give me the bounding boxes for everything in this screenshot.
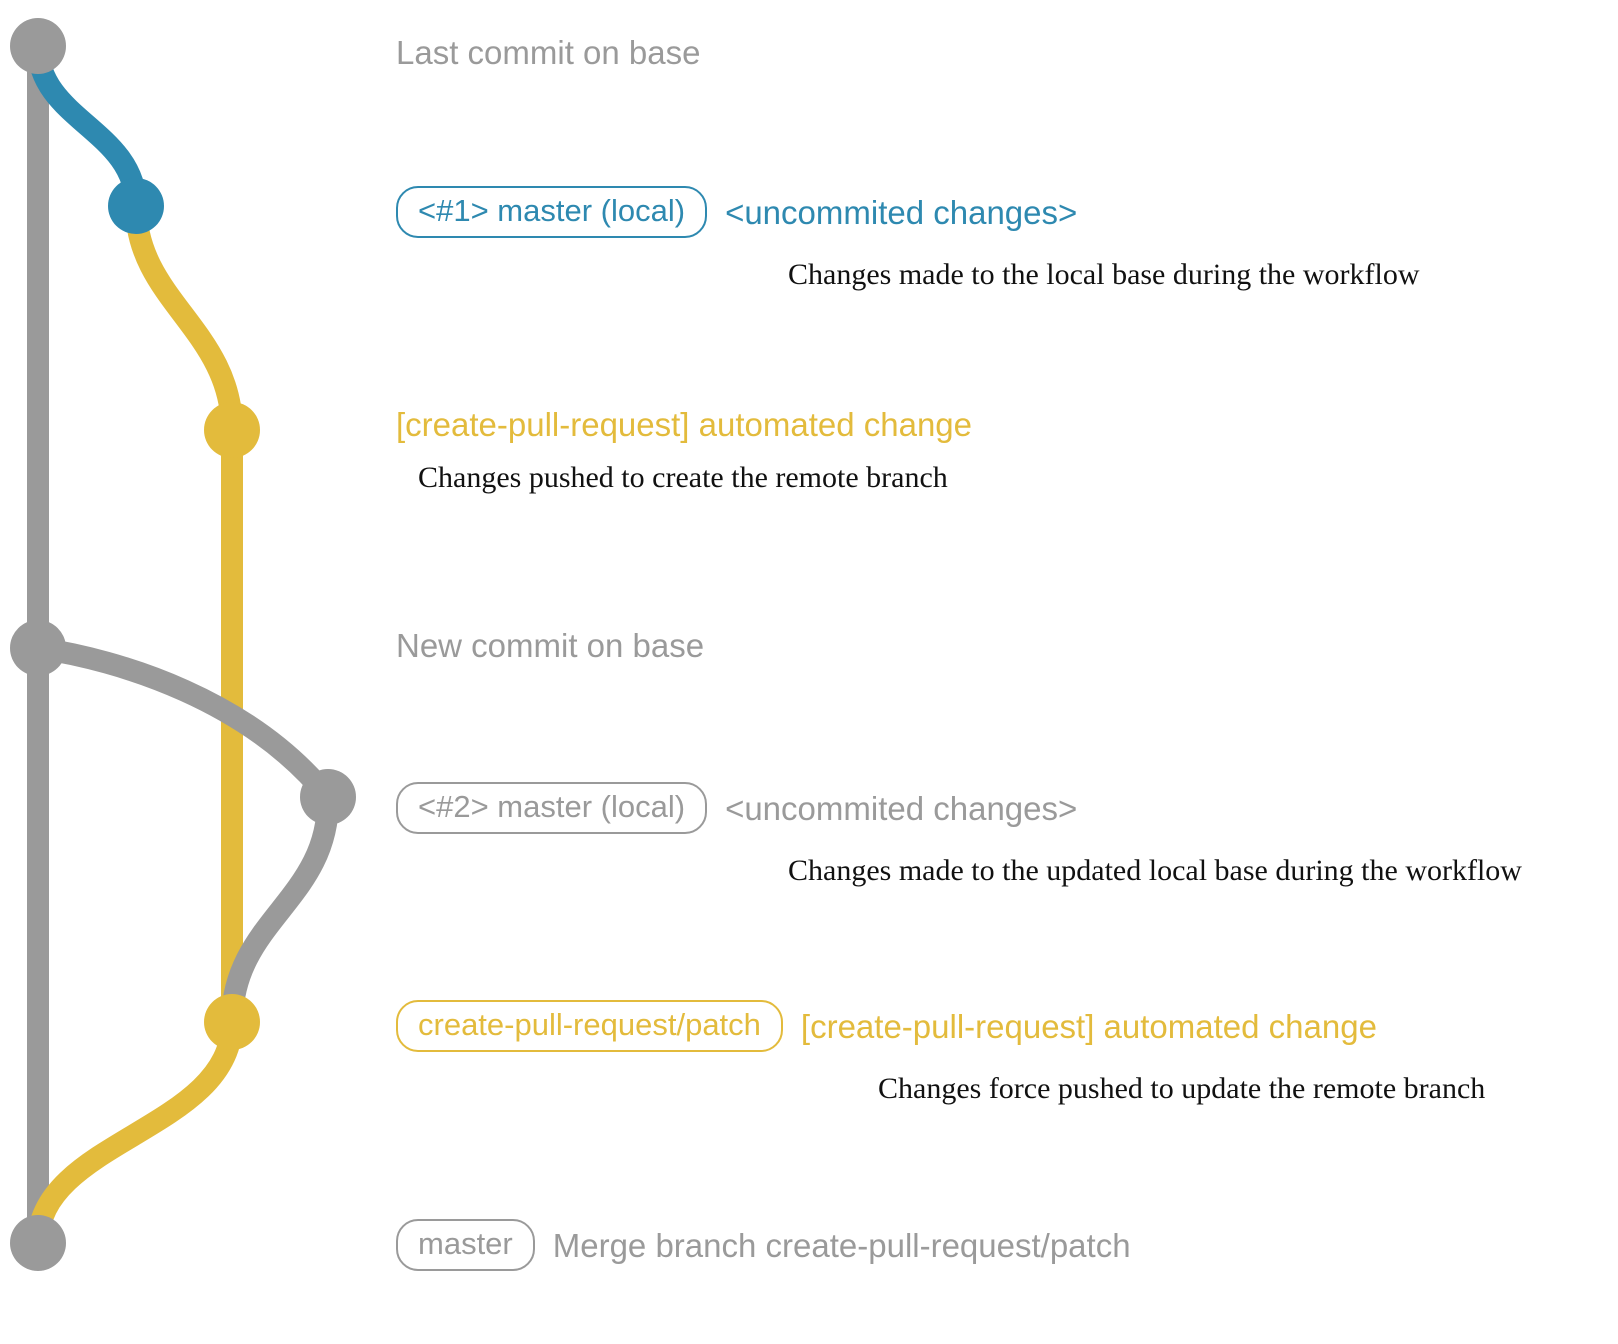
commit-title-line: New commit on base <box>396 629 704 662</box>
commit-graph <box>10 18 356 1271</box>
commit-entry-new-commit: New commit on base <box>396 629 704 662</box>
commit-message-automated-change-1: [create-pull-request] automated change <box>396 406 973 443</box>
commit-description-master-local-1: Changes made to the local base during th… <box>788 258 1420 291</box>
edge-base-to-local-2 <box>27 637 339 808</box>
edge-local2-to-patch2 <box>221 786 340 1033</box>
commit-title-line: master Merge branch create-pull-request/… <box>396 1219 1131 1271</box>
node-automated-change-2[interactable] <box>204 994 260 1050</box>
branch-badge-create-pull-request-patch[interactable]: create-pull-request/patch <box>396 1000 783 1052</box>
commit-title-line: <#1> master (local) <uncommited changes> <box>396 186 1420 238</box>
commit-message-master-local-2: <uncommited changes> <box>725 789 1078 827</box>
commit-description-automated-change-1: Changes pushed to create the remote bran… <box>418 461 948 494</box>
node-last-commit-on-base[interactable] <box>10 18 66 74</box>
commit-entry-last-commit: Last commit on base <box>396 36 700 69</box>
commit-description-automated-change-2: Changes force pushed to update the remot… <box>878 1072 1486 1105</box>
commit-entry-merge-commit: master Merge branch create-pull-request/… <box>396 1219 1131 1271</box>
node-merge-commit-master[interactable] <box>10 1215 66 1271</box>
commit-title-line: Last commit on base <box>396 36 700 69</box>
commit-message-last-commit: Last commit on base <box>396 34 701 71</box>
commit-entry-automated-change-2: create-pull-request/patch [create-pull-r… <box>396 1000 1485 1104</box>
commit-title-line: create-pull-request/patch [create-pull-r… <box>396 1000 1485 1052</box>
branch-badge-master-local-2[interactable]: <#2> master (local) <box>396 782 708 834</box>
node-master-local-2[interactable] <box>300 769 356 825</box>
commit-message-new-commit: New commit on base <box>396 627 705 664</box>
commit-entry-master-local-2: <#2> master (local) <uncommited changes>… <box>396 782 1522 886</box>
commit-title-line: [create-pull-request] automated change <box>396 408 972 441</box>
commit-message-automated-change-2: [create-pull-request] automated change <box>800 1007 1377 1045</box>
node-new-commit-on-base[interactable] <box>10 620 66 676</box>
commit-entry-automated-change-1: [create-pull-request] automated change C… <box>396 408 972 493</box>
edge-local1-to-patch1 <box>125 195 243 441</box>
branch-badge-master-local-1[interactable]: <#1> master (local) <box>396 186 708 238</box>
node-automated-change-1[interactable] <box>204 402 260 458</box>
commit-message-master-local-1: <uncommited changes> <box>725 193 1078 231</box>
commit-title-line: <#2> master (local) <uncommited changes> <box>396 782 1522 834</box>
branch-badge-master[interactable]: master <box>396 1219 535 1271</box>
commit-entry-master-local-1: <#1> master (local) <uncommited changes>… <box>396 186 1420 290</box>
edge-patch2-to-merge <box>27 1011 243 1254</box>
edge-base-to-local-1 <box>27 35 147 217</box>
commit-description-master-local-2: Changes made to the updated local base d… <box>788 854 1522 887</box>
commit-message-merge-commit: Merge branch create-pull-request/patch <box>552 1226 1131 1264</box>
node-master-local-1[interactable] <box>108 178 164 234</box>
